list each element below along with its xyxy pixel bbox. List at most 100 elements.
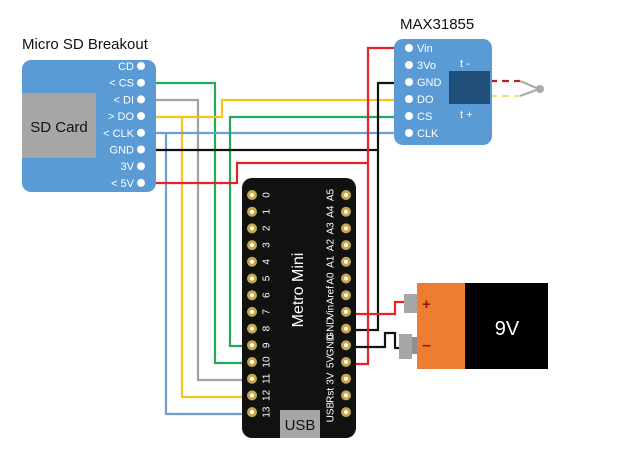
pad-hole (250, 226, 254, 231)
metro-right-pin-label: A2 (326, 239, 337, 252)
sd-card-slot (22, 93, 96, 158)
thermocouple-connector (449, 71, 490, 104)
pad-hole (250, 259, 254, 264)
battery-minus-terminal (399, 334, 412, 359)
sd-breakout-title: Micro SD Breakout (22, 36, 149, 53)
metro-left-pin-label: 9 (262, 342, 273, 348)
pad-hole (344, 259, 348, 264)
pad-hole (250, 309, 254, 314)
usb-connector (280, 410, 320, 438)
metro-right-pin-label: A3 (326, 222, 337, 235)
max-pin-label: GND (417, 77, 442, 89)
sd-pin-pad (137, 145, 145, 154)
metro-left-pin-label: 3 (262, 242, 273, 248)
metro-right-pin-label: USB (326, 401, 337, 422)
metro-right-pin-label: GND (326, 317, 337, 339)
pad-hole (344, 209, 348, 214)
metro-left-pin-label: 4 (262, 259, 273, 265)
wire-do-pin12 (180, 117, 246, 399)
pad-hole (250, 343, 254, 348)
sd-pin-label: 3V (121, 161, 135, 173)
pad-hole (344, 343, 348, 348)
usb-label: USB (285, 417, 316, 434)
sd-pin-label: < DI (114, 94, 134, 106)
sd-breakout-board: Micro SD Breakout SD Card CD< CS< DI> DO… (22, 36, 156, 192)
wire-sd-cs (146, 81, 246, 365)
sd-pin-pad (137, 162, 145, 171)
max-pin-label: Vin (417, 43, 433, 55)
sd-pin-pad (137, 128, 145, 137)
metro-left-pin-label: 5 (262, 275, 273, 281)
max-pin-label: 3Vo (417, 60, 436, 72)
metro-right-pin-label: 5V (326, 356, 337, 369)
sd-card-label: SD Card (30, 119, 88, 136)
sd-pin-label: < CS (109, 78, 134, 90)
max-pin-pad (405, 112, 413, 120)
sd-pin-pad (137, 62, 145, 70)
metro-right-pin-label: Rst (326, 388, 337, 403)
pad-hole (250, 360, 254, 364)
thermocouple-tip (536, 85, 544, 93)
metro-right-pin-label: A1 (326, 255, 337, 268)
sd-pin-label: CD (118, 61, 134, 73)
metro-right-pin-label: Aref (326, 286, 337, 305)
metro-right-pin-label: A5 (326, 188, 337, 201)
wire-clk-pin13 (164, 133, 246, 416)
t-minus-label: t - (460, 58, 470, 70)
max-pin-pad (405, 78, 413, 86)
pad-hole (344, 226, 348, 231)
sd-pin-label: < CLK (103, 128, 135, 140)
battery-minus-label: – (422, 337, 431, 354)
wire-sd-di (146, 98, 246, 382)
max-pin-pad (405, 44, 413, 52)
metro-left-pin-label: 7 (262, 309, 273, 315)
wire-batt-minus (348, 331, 400, 350)
wires (146, 46, 542, 416)
metro-left-pin-label: 12 (262, 389, 273, 401)
pad-hole (344, 293, 348, 298)
pad-hole (344, 276, 348, 281)
metro-right-pin-label: A4 (326, 205, 337, 218)
sd-pin-pad (137, 178, 145, 187)
metro-right-pin-label: GND (326, 334, 337, 356)
metro-left-pin-label: 13 (262, 406, 273, 418)
metro-right-pin-label: 3V (326, 372, 337, 385)
pad-hole (250, 276, 254, 281)
pad-hole (344, 393, 348, 398)
wire-max-vin (348, 46, 407, 366)
max-pin-pad (405, 129, 413, 137)
wire-max-cs (228, 115, 407, 348)
sd-pin-pad (137, 112, 145, 121)
wire-batt-plus (348, 300, 405, 316)
battery-plus-label: + (422, 296, 431, 313)
metro-left-pin-label: 2 (262, 225, 273, 231)
pad-hole (250, 193, 254, 197)
pad-hole (250, 410, 254, 415)
battery-9v: + – 9V (399, 283, 548, 369)
battery-voltage-label: 9V (495, 318, 520, 340)
pad-hole (344, 410, 348, 415)
max-pin-label: CLK (417, 128, 439, 140)
metro-left-pin-label: 10 (262, 356, 273, 368)
metro-mini-title: Metro Mini (290, 253, 307, 328)
pad-hole (344, 309, 348, 314)
wire-sd-do (146, 98, 407, 119)
metro-left-pin-label: 6 (262, 292, 273, 298)
metro-left-pin-label: 11 (262, 373, 273, 384)
battery-plus-terminal (404, 294, 417, 313)
pad-hole (250, 243, 254, 248)
sd-pin-pad (137, 78, 145, 87)
metro-left-pin-label: 1 (262, 208, 273, 214)
metro-mini-board: Metro Mini USB 012345678910111213A5A4A3A… (242, 178, 356, 438)
pad-hole (250, 326, 254, 331)
metro-right-pin-label: Vin (326, 305, 337, 319)
t-plus-label: t + (460, 109, 473, 121)
max31855-title: MAX31855 (400, 16, 474, 33)
metro-left-pin-label: 8 (262, 325, 273, 331)
max-pin-pad (405, 95, 413, 103)
metro-left-pin-label: 0 (262, 192, 273, 198)
pad-hole (344, 326, 348, 331)
pad-hole (250, 293, 254, 298)
